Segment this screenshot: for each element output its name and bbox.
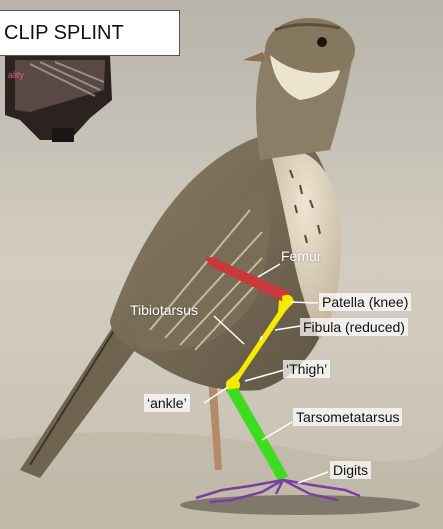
logo-text: ality [8, 70, 25, 80]
label-tarsometatarsus: Tarsometatarsus [293, 408, 402, 426]
label-digits: Digits [330, 461, 371, 479]
label-femur: Femur [281, 248, 321, 264]
title-text: CLIP SPLINT [4, 22, 124, 45]
label-thigh: ‘Thigh’ [283, 360, 330, 378]
label-fibula: Fibula (reduced) [300, 318, 408, 336]
title-box: CLIP SPLINT [0, 10, 180, 56]
label-patella: Patella (knee) [319, 293, 411, 311]
label-ankle: ‘ankle’ [144, 394, 190, 412]
shadow [180, 495, 420, 515]
bird-eye [317, 37, 327, 47]
label-tibiotarsus: Tibiotarsus [130, 302, 198, 318]
